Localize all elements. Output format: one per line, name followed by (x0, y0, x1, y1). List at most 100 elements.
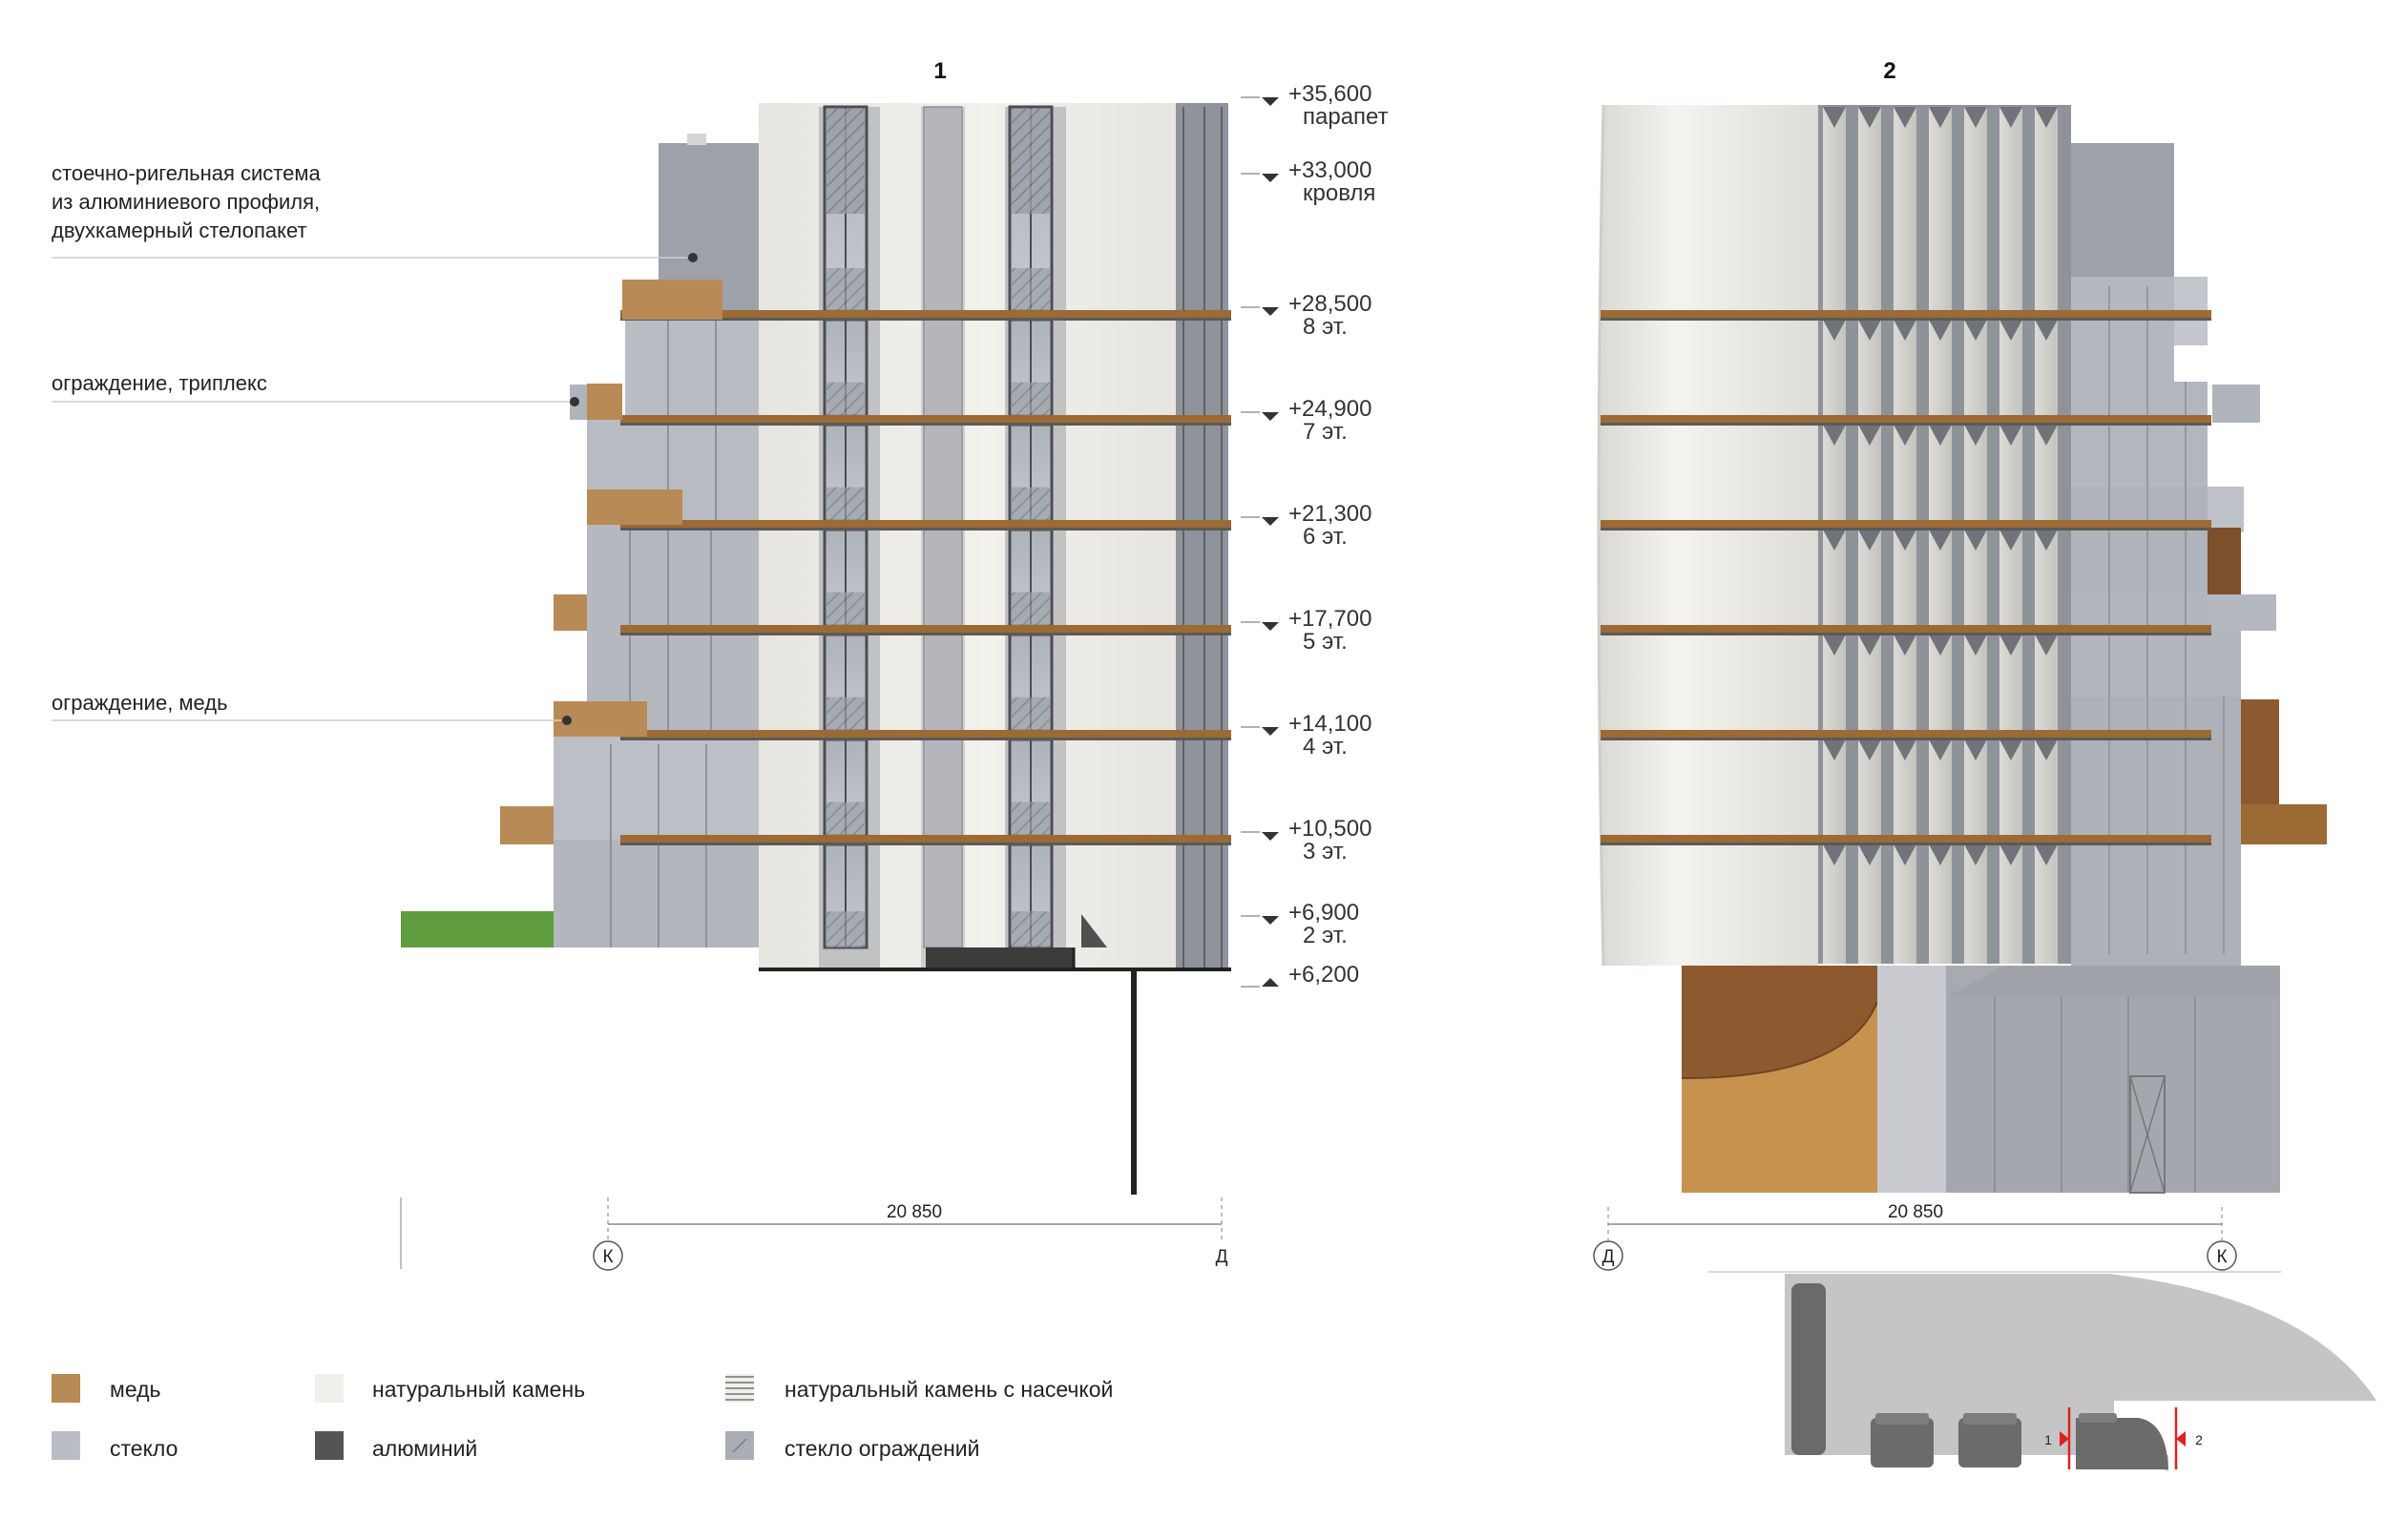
lawn (401, 911, 554, 947)
fin-shadow (1894, 107, 1916, 128)
window-bay (1008, 105, 1054, 313)
key-plan: 1 2 (1785, 1274, 2376, 1471)
floor-slab-2-1 (1601, 310, 2211, 321)
fin-shadow (1858, 739, 1881, 760)
level-arrow-icon (1262, 622, 1279, 631)
fin-shadow (1999, 425, 2022, 446)
elevation-1: 1 (52, 58, 1389, 1271)
fin-shadow (1894, 425, 1916, 446)
level-label: 5 эт. (1303, 629, 1348, 655)
level-label: 7 эт. (1303, 419, 1348, 445)
fin-shadow (1999, 739, 2022, 760)
legend-label-railing-glass: стекло ограждений (785, 1436, 980, 1461)
glass-wing (554, 134, 759, 947)
level-label: кровля (1303, 180, 1375, 206)
level-value: +6,200 (1288, 962, 1359, 988)
fin-shadow (2035, 635, 2058, 656)
vertical-slot (923, 529, 963, 627)
floor-slab-2-6 (1601, 835, 2211, 845)
fin-shadow (1894, 844, 1916, 865)
level-value: +14,100 (1288, 711, 1371, 737)
fin-shadow (1999, 635, 2022, 656)
fin-shadow (1964, 425, 1987, 446)
vertical-fins (1823, 107, 2058, 964)
window-bay (823, 105, 869, 313)
fin-shadow (1929, 425, 1952, 446)
fin-shadow (1964, 635, 1987, 656)
floor-slab-2-2 (1601, 415, 2211, 426)
vertical-slot (923, 843, 963, 948)
window-bay (1008, 633, 1054, 733)
floor-slab-2-5 (1601, 730, 2211, 740)
legend-label-aluminium: алюминий (372, 1436, 477, 1461)
level-value: +28,500 (1288, 291, 1371, 317)
fin-shadow (2035, 844, 2058, 865)
fin-shadow (1858, 635, 1881, 656)
fin (1964, 107, 1987, 311)
floor-slab-4 (620, 625, 1231, 635)
elevation-2: 2 (1593, 58, 2327, 1273)
level-arrow-icon (1262, 97, 1279, 106)
legend-swatch-copper (52, 1374, 80, 1403)
dimension-line-2: 20 850 Д К (1593, 1202, 2281, 1273)
fin-shadow (1858, 107, 1881, 128)
vertical-slot (923, 634, 963, 732)
legend-swatch-railing-glass-mark (732, 1438, 747, 1453)
level-arrow-icon (1262, 727, 1279, 736)
fin-shadow (1823, 107, 1846, 128)
callouts: стоечно-ригельная система из алюминиевог… (52, 161, 698, 725)
fin-shadow (1999, 107, 2022, 128)
fin-shadow (1858, 425, 1881, 446)
level-label: парапет (1303, 104, 1389, 130)
fin-shadow (1823, 425, 1846, 446)
level-label: 4 эт. (1303, 734, 1348, 760)
section-marker-1: 1 (2044, 1432, 2052, 1447)
level-arrow-icon (1262, 307, 1279, 316)
fin-shadow (2035, 739, 2058, 760)
axis-label-d-1: Д (1216, 1247, 1228, 1267)
level-arrow-icon (1262, 978, 1279, 987)
section-marker-2: 2 (2195, 1432, 2203, 1447)
legend-swatch-notched-stone (725, 1374, 754, 1403)
legend-swatch-glass (52, 1431, 80, 1460)
fin-shadow (2035, 107, 2058, 128)
level-value: +33,000 (1288, 157, 1371, 183)
floor-slab-3 (620, 520, 1231, 531)
level-arrow-icon (1262, 832, 1279, 841)
fin-shadow (1823, 530, 1846, 551)
fin-shadow (1823, 320, 1846, 341)
note-curtain-wall-line-1: стоечно-ригельная система (52, 161, 322, 185)
fin-shadow (2035, 320, 2058, 341)
floor-slab-2-4 (1601, 625, 2211, 635)
fin-shadow (1929, 739, 1952, 760)
window-bay (823, 318, 869, 418)
vertical-slot (923, 424, 963, 522)
floor-slabs-2 (1601, 310, 2211, 845)
legend-label-stone: натуральный камень (372, 1377, 585, 1402)
fin-shadow (1929, 530, 1952, 551)
copper-balconies (500, 280, 722, 844)
fin-shadow (1858, 530, 1881, 551)
glass-wing-2 (2071, 143, 2327, 973)
level-value: +35,600 (1288, 81, 1371, 107)
legend: медь натуральный камень натуральный каме… (52, 1374, 1113, 1461)
fin (1823, 107, 1846, 311)
fin (1999, 107, 2022, 311)
legend-label-glass: стекло (110, 1436, 178, 1461)
dimension-line-1: 20 850 К Д (400, 1197, 1228, 1271)
legend-label-copper: медь (110, 1377, 161, 1402)
fin-shadow (1964, 320, 1987, 341)
level-label: 8 эт. (1303, 314, 1348, 340)
floor-slab-2-3 (1601, 520, 2211, 531)
level-label: 3 эт. (1303, 839, 1348, 864)
elevation-2-title: 2 (1883, 58, 1895, 84)
fin-shadow (1894, 739, 1916, 760)
fin-shadow (2035, 530, 2058, 551)
